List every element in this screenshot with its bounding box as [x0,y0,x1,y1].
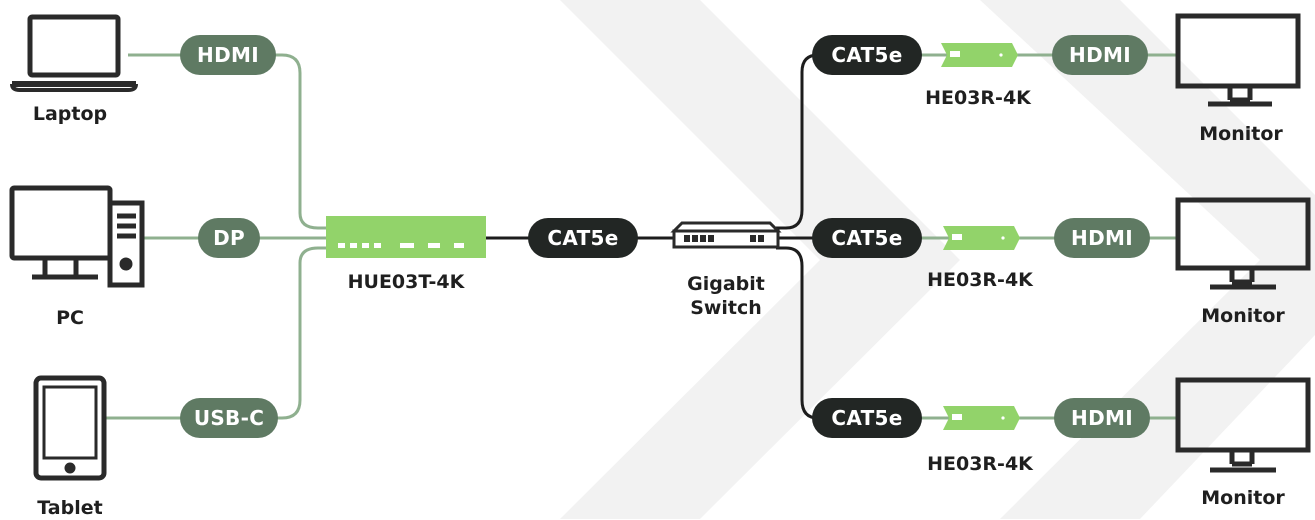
monitor-icon [1175,197,1311,290]
monitor-label: Monitor [1199,123,1283,145]
laptop-icon [10,14,138,92]
receiver-cable-pill: CAT5e [812,398,922,438]
receiver-cable-pill: CAT5e [812,218,922,258]
transmitter-label: HUE03T-4K [347,271,465,293]
background-decoration [560,0,1315,519]
receiver-port-pill: HDMI [1054,218,1150,258]
source-port-pill: USB-C [180,398,278,438]
monitor-icon [1175,13,1301,107]
tablet-icon [33,375,107,481]
source-label-tablet: Tablet [37,497,103,519]
uplink-lines [486,53,819,420]
source-label-laptop: Laptop [32,103,108,125]
monitor-label: Monitor [1201,487,1285,509]
receiver-device-label: HE03R-4K [927,453,1033,475]
receiver-device-icon [941,43,1018,67]
desktop-pc-icon [9,185,145,288]
receiver-port-pill: HDMI [1054,398,1150,438]
receiver-device-label: HE03R-4K [925,87,1031,109]
receiver-cable-pill: CAT5e [812,35,922,75]
source-port-pill: DP [198,218,260,258]
receiver-device-label: HE03R-4K [927,269,1033,291]
source-label-pc: PC [56,307,84,329]
receiver-port-pill: HDMI [1052,35,1148,75]
switch-label: Gigabit Switch [687,273,765,319]
receiver-device-icon [943,226,1020,250]
transmitter-device-icon [326,216,486,258]
uplink-cable-pill: CAT5e [528,218,638,258]
source-port-pill: HDMI [180,35,276,75]
monitor-icon [1175,377,1311,473]
network-switch-icon [670,221,782,249]
receiver-device-icon [943,406,1020,430]
monitor-label: Monitor [1201,305,1285,327]
